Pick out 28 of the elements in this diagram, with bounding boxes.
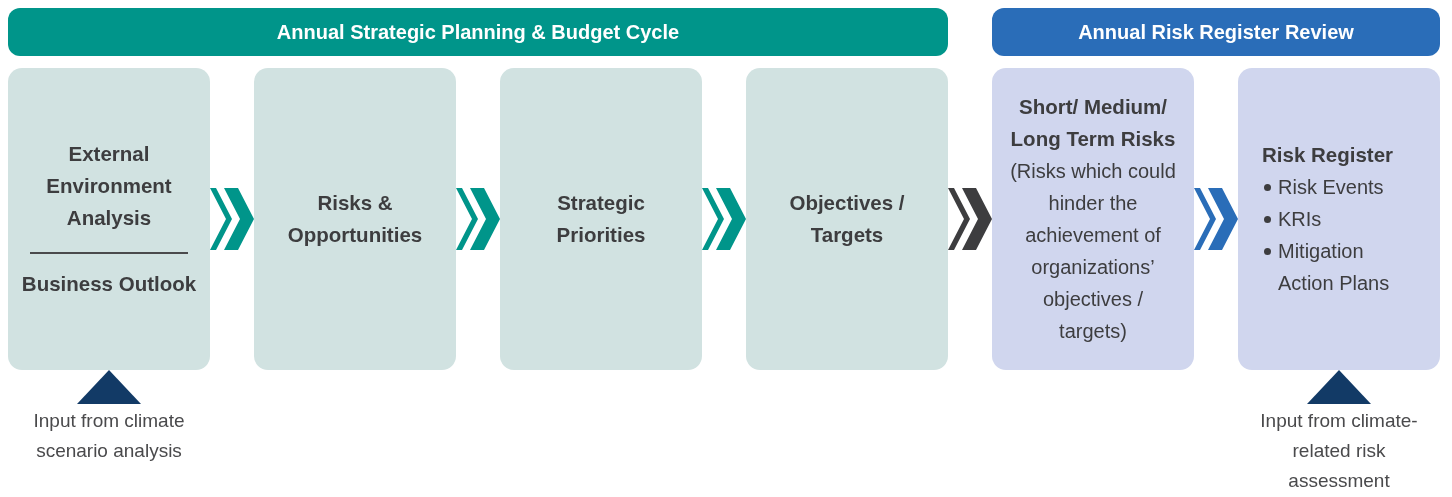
process-box xyxy=(992,68,1194,370)
process-box xyxy=(254,68,456,370)
process-box xyxy=(500,68,702,370)
input-note: Input from climate-related risk assessment xyxy=(1244,406,1434,496)
box-heading: Risk Register xyxy=(1262,142,1394,168)
header-band: Annual Risk Register Review xyxy=(992,8,1440,56)
chevron-arrow xyxy=(948,188,992,250)
box-text: (Risks which could hinder the achievement of organizations’ objectives / targets) xyxy=(1009,159,1177,344)
input-note: Input from climate scenario analysis xyxy=(14,406,204,466)
process-box xyxy=(8,68,210,370)
triangle-arrow xyxy=(1307,370,1371,404)
list-item: KRIs xyxy=(1262,203,1322,235)
box-heading: Business Outlook xyxy=(21,271,197,297)
chevron-arrow xyxy=(456,188,500,250)
box-heading: External Environment Analysis xyxy=(45,141,173,231)
triangle-arrow xyxy=(77,370,141,404)
box-heading: Strategic Priorities xyxy=(555,190,647,248)
box-heading: Objectives / Targets xyxy=(788,190,906,248)
chevron-arrow xyxy=(1194,188,1238,250)
chevron-arrow xyxy=(702,188,746,250)
process-box xyxy=(1238,68,1440,370)
box-heading: Short/ Medium/ Long Term Risks xyxy=(1009,94,1177,152)
chevron-arrow xyxy=(210,188,254,250)
list-item: Mitigation Action Plans xyxy=(1262,235,1408,299)
process-box xyxy=(746,68,948,370)
header-band: Annual Strategic Planning & Budget Cycle xyxy=(8,8,948,56)
box-heading: Risks & Opportunities xyxy=(286,190,424,248)
list-item: Risk Events xyxy=(1262,171,1384,203)
